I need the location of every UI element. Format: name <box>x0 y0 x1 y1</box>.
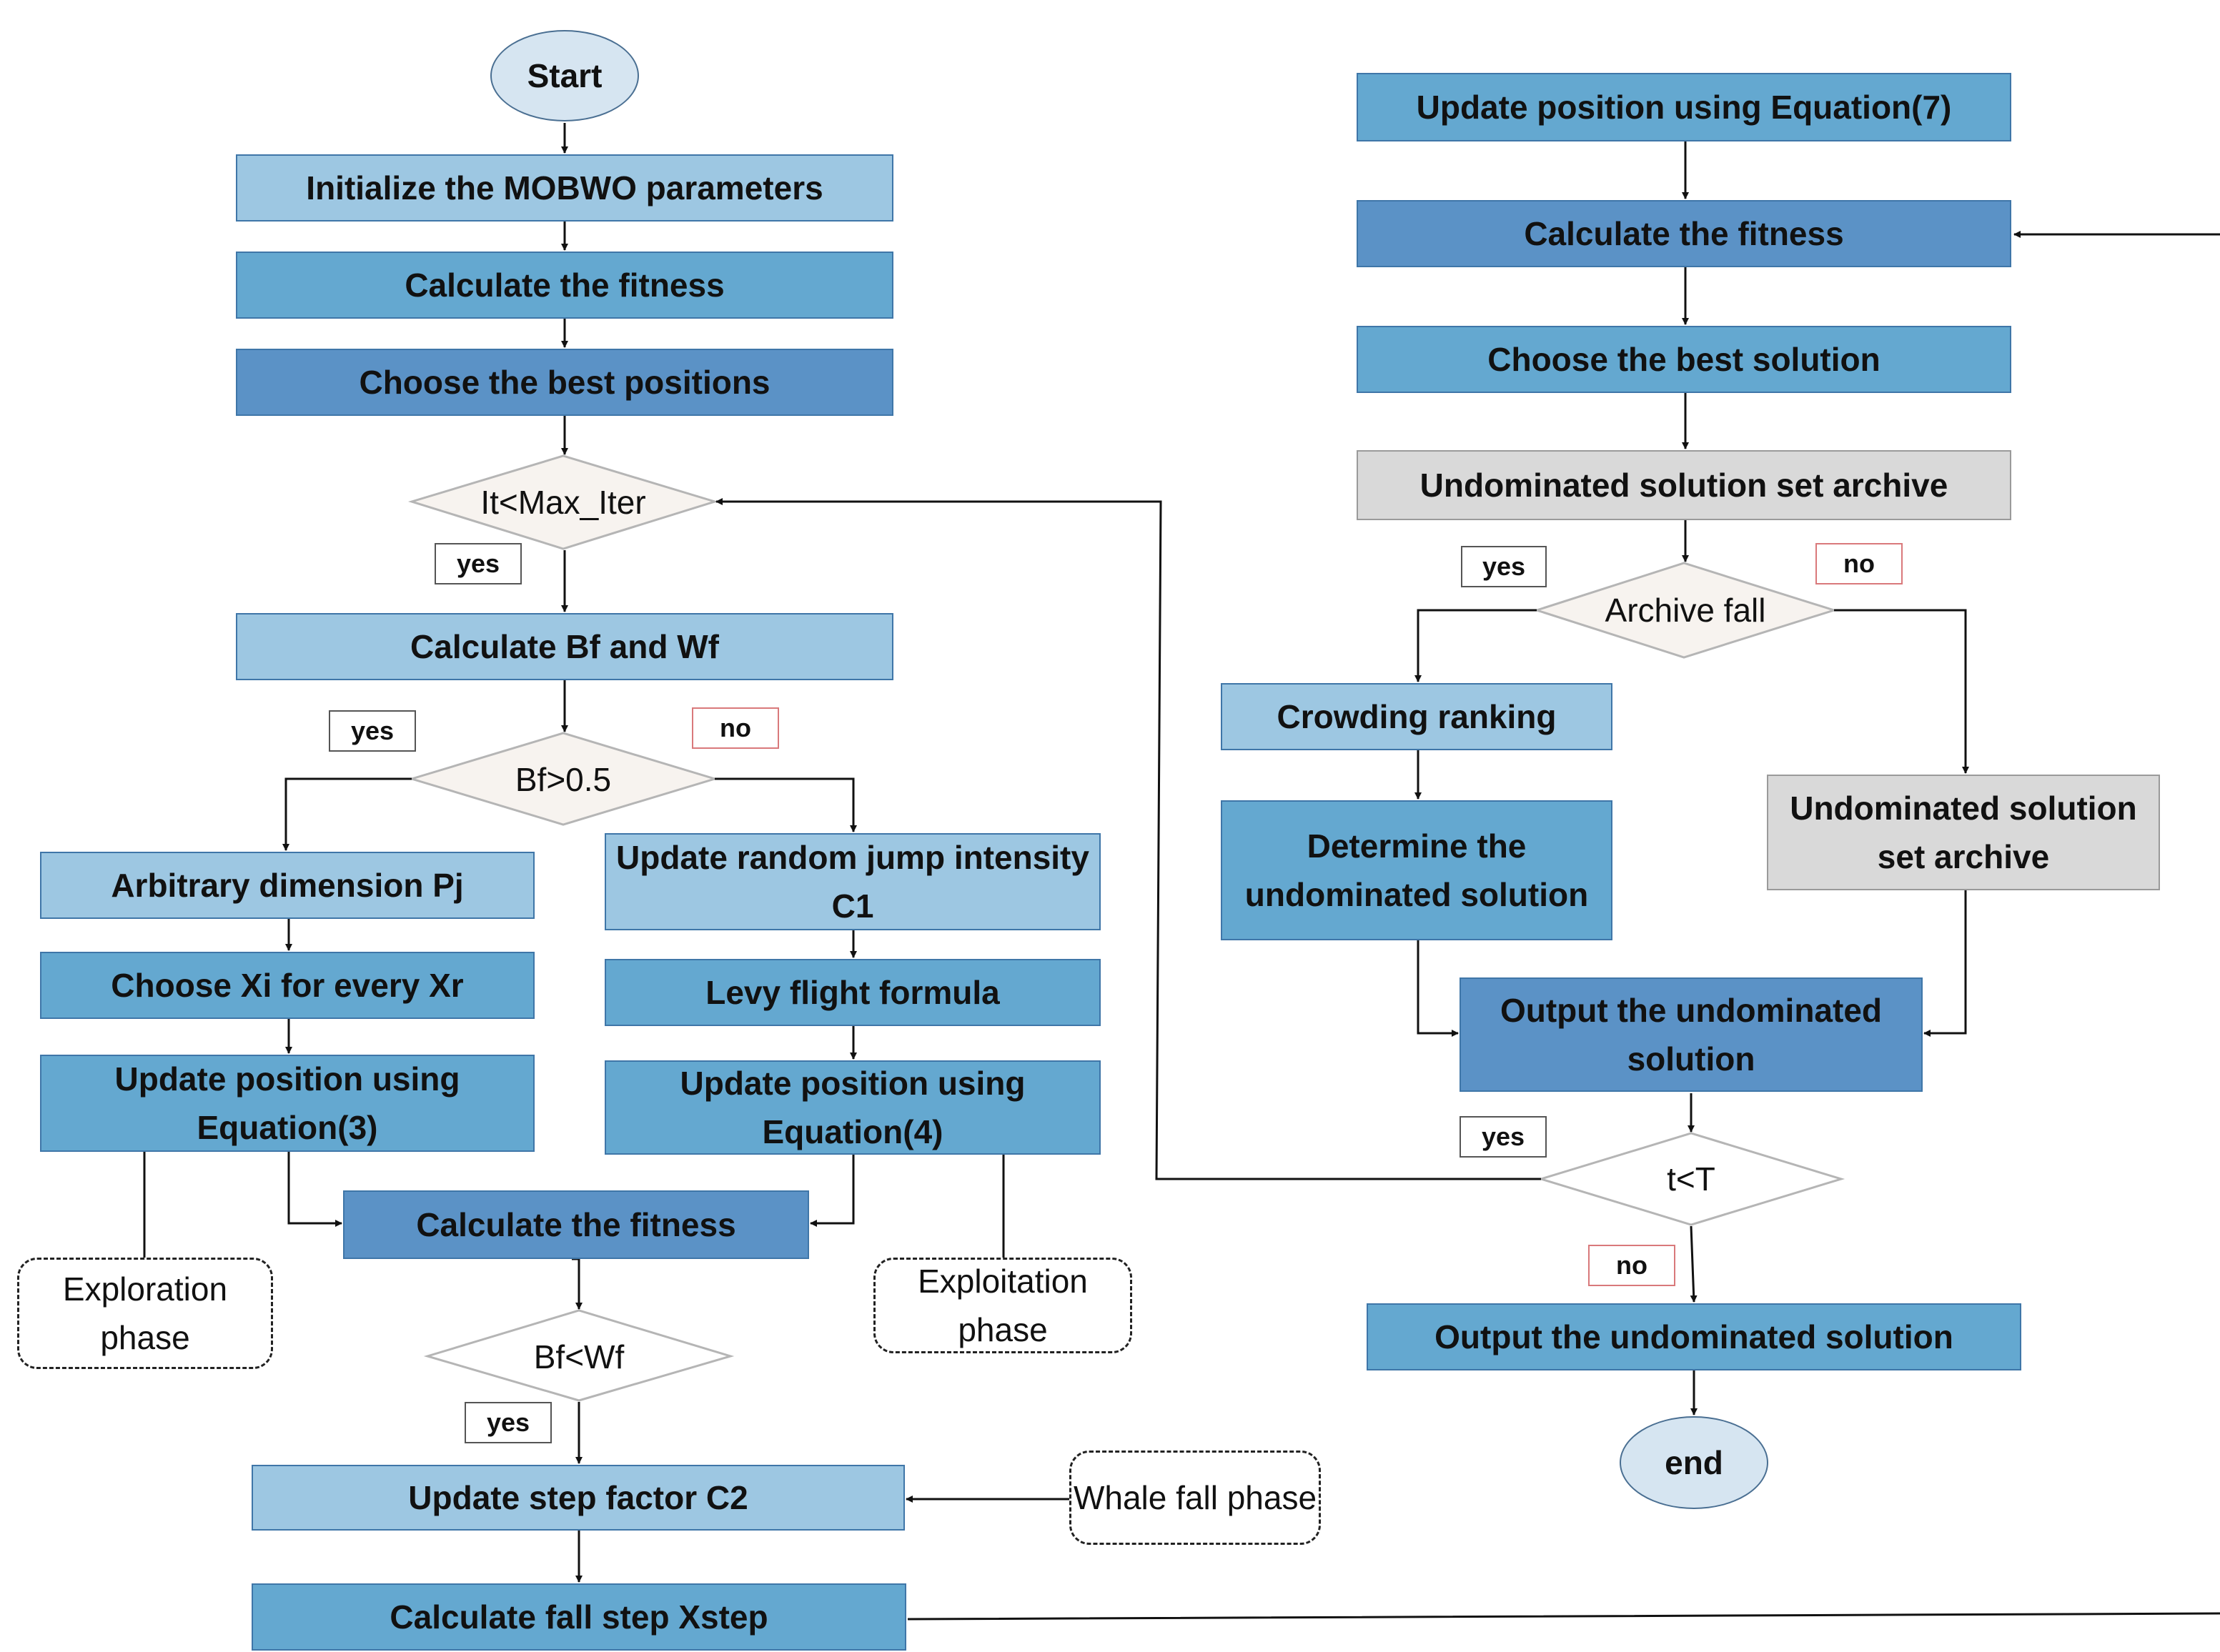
yes-tag-archive: yes <box>1461 546 1547 587</box>
arrow-t-loop-to-iter <box>715 498 1541 1180</box>
calculate-fitness-box-1: Calculate the fitness <box>236 252 893 319</box>
no-tag-bf: no <box>692 707 779 749</box>
bf-wf-condition-label: Bf<Wf <box>533 1338 625 1375</box>
update-position-eq4-box: Update position using Equation(4) <box>605 1060 1101 1155</box>
end-node: end <box>1620 1416 1768 1509</box>
crowding-ranking-box: Crowding ranking <box>1221 683 1612 750</box>
whale-fall-phase-note: Whale fall phase <box>1069 1451 1321 1545</box>
yes-tag-bf: yes <box>329 710 416 752</box>
update-position-eq7-box: Update position using Equation(7) <box>1357 73 2011 141</box>
arrow-eq4-to-fitness <box>810 1155 855 1227</box>
arrow-eq3-to-fitness <box>287 1152 342 1227</box>
decision-shape-bfwf <box>423 1309 735 1402</box>
arrow-fallstep-to-right-fitness <box>907 231 2220 1621</box>
archive-box-1: Undominated solution set archive <box>1357 450 2011 520</box>
arrow-determine-to-output <box>1417 940 1459 1037</box>
exploitation-phase-note: Exploitation phase <box>873 1258 1132 1353</box>
calculate-bf-wf-box: Calculate Bf and Wf <box>236 613 893 680</box>
update-position-eq3-box: Update position using Equation(3) <box>40 1055 535 1152</box>
archive-fall-condition-label: Archive fall <box>1605 592 1766 629</box>
arrow-archive-yes <box>1414 609 1537 682</box>
yes-tag-bfwf: yes <box>465 1402 552 1443</box>
decision-shape-t <box>1537 1132 1845 1226</box>
exploration-phase-note: Exploration phase <box>17 1258 273 1369</box>
yes-tag-t: yes <box>1460 1116 1547 1158</box>
calculate-fall-step-box: Calculate fall step Xstep <box>252 1583 906 1651</box>
calculate-fitness-box-2: Calculate the fitness <box>343 1190 809 1259</box>
arrow-bf-no <box>715 777 857 832</box>
choose-xi-box: Choose Xi for every Xr <box>40 952 535 1019</box>
decision-shape-iter <box>407 454 719 550</box>
iteration-condition-label: It<Max_Iter <box>480 484 646 521</box>
no-tag-archive: no <box>1815 543 1903 584</box>
determine-undominated-box: Determine the undominated solution <box>1221 800 1612 940</box>
levy-flight-box: Levy flight formula <box>605 959 1101 1026</box>
arrow-t-no-to-output2 <box>1690 1225 1698 1303</box>
t-condition-label: t<T <box>1667 1160 1715 1198</box>
arrow-archive2-to-output <box>1923 890 1967 1037</box>
arbitrary-dimension-box: Arbitrary dimension Pj <box>40 852 535 919</box>
archive-box-2: Undominated solution set archive <box>1767 775 2160 890</box>
output-undominated-box-2: Output the undominated solution <box>1367 1303 2021 1370</box>
no-tag-t: no <box>1588 1245 1675 1286</box>
calculate-fitness-box-3: Calculate the fitness <box>1357 200 2011 267</box>
start-node: Start <box>490 30 639 121</box>
choose-best-solution-box: Choose the best solution <box>1357 326 2011 393</box>
update-step-factor-box: Update step factor C2 <box>252 1465 905 1531</box>
choose-best-positions-box: Choose the best positions <box>236 349 893 416</box>
init-parameters-box: Initialize the MOBWO parameters <box>236 154 893 222</box>
output-undominated-box-1: Output the undominated solution <box>1460 977 1923 1092</box>
arrow-archive-no <box>1834 609 1969 774</box>
update-jump-intensity-box: Update random jump intensity C1 <box>605 833 1101 930</box>
arrow-fitness-to-bfwf <box>572 1258 583 1310</box>
bf-condition-label: Bf>0.5 <box>515 761 612 798</box>
arrow-bf-yes <box>282 777 412 851</box>
yes-tag-iter: yes <box>435 543 522 584</box>
